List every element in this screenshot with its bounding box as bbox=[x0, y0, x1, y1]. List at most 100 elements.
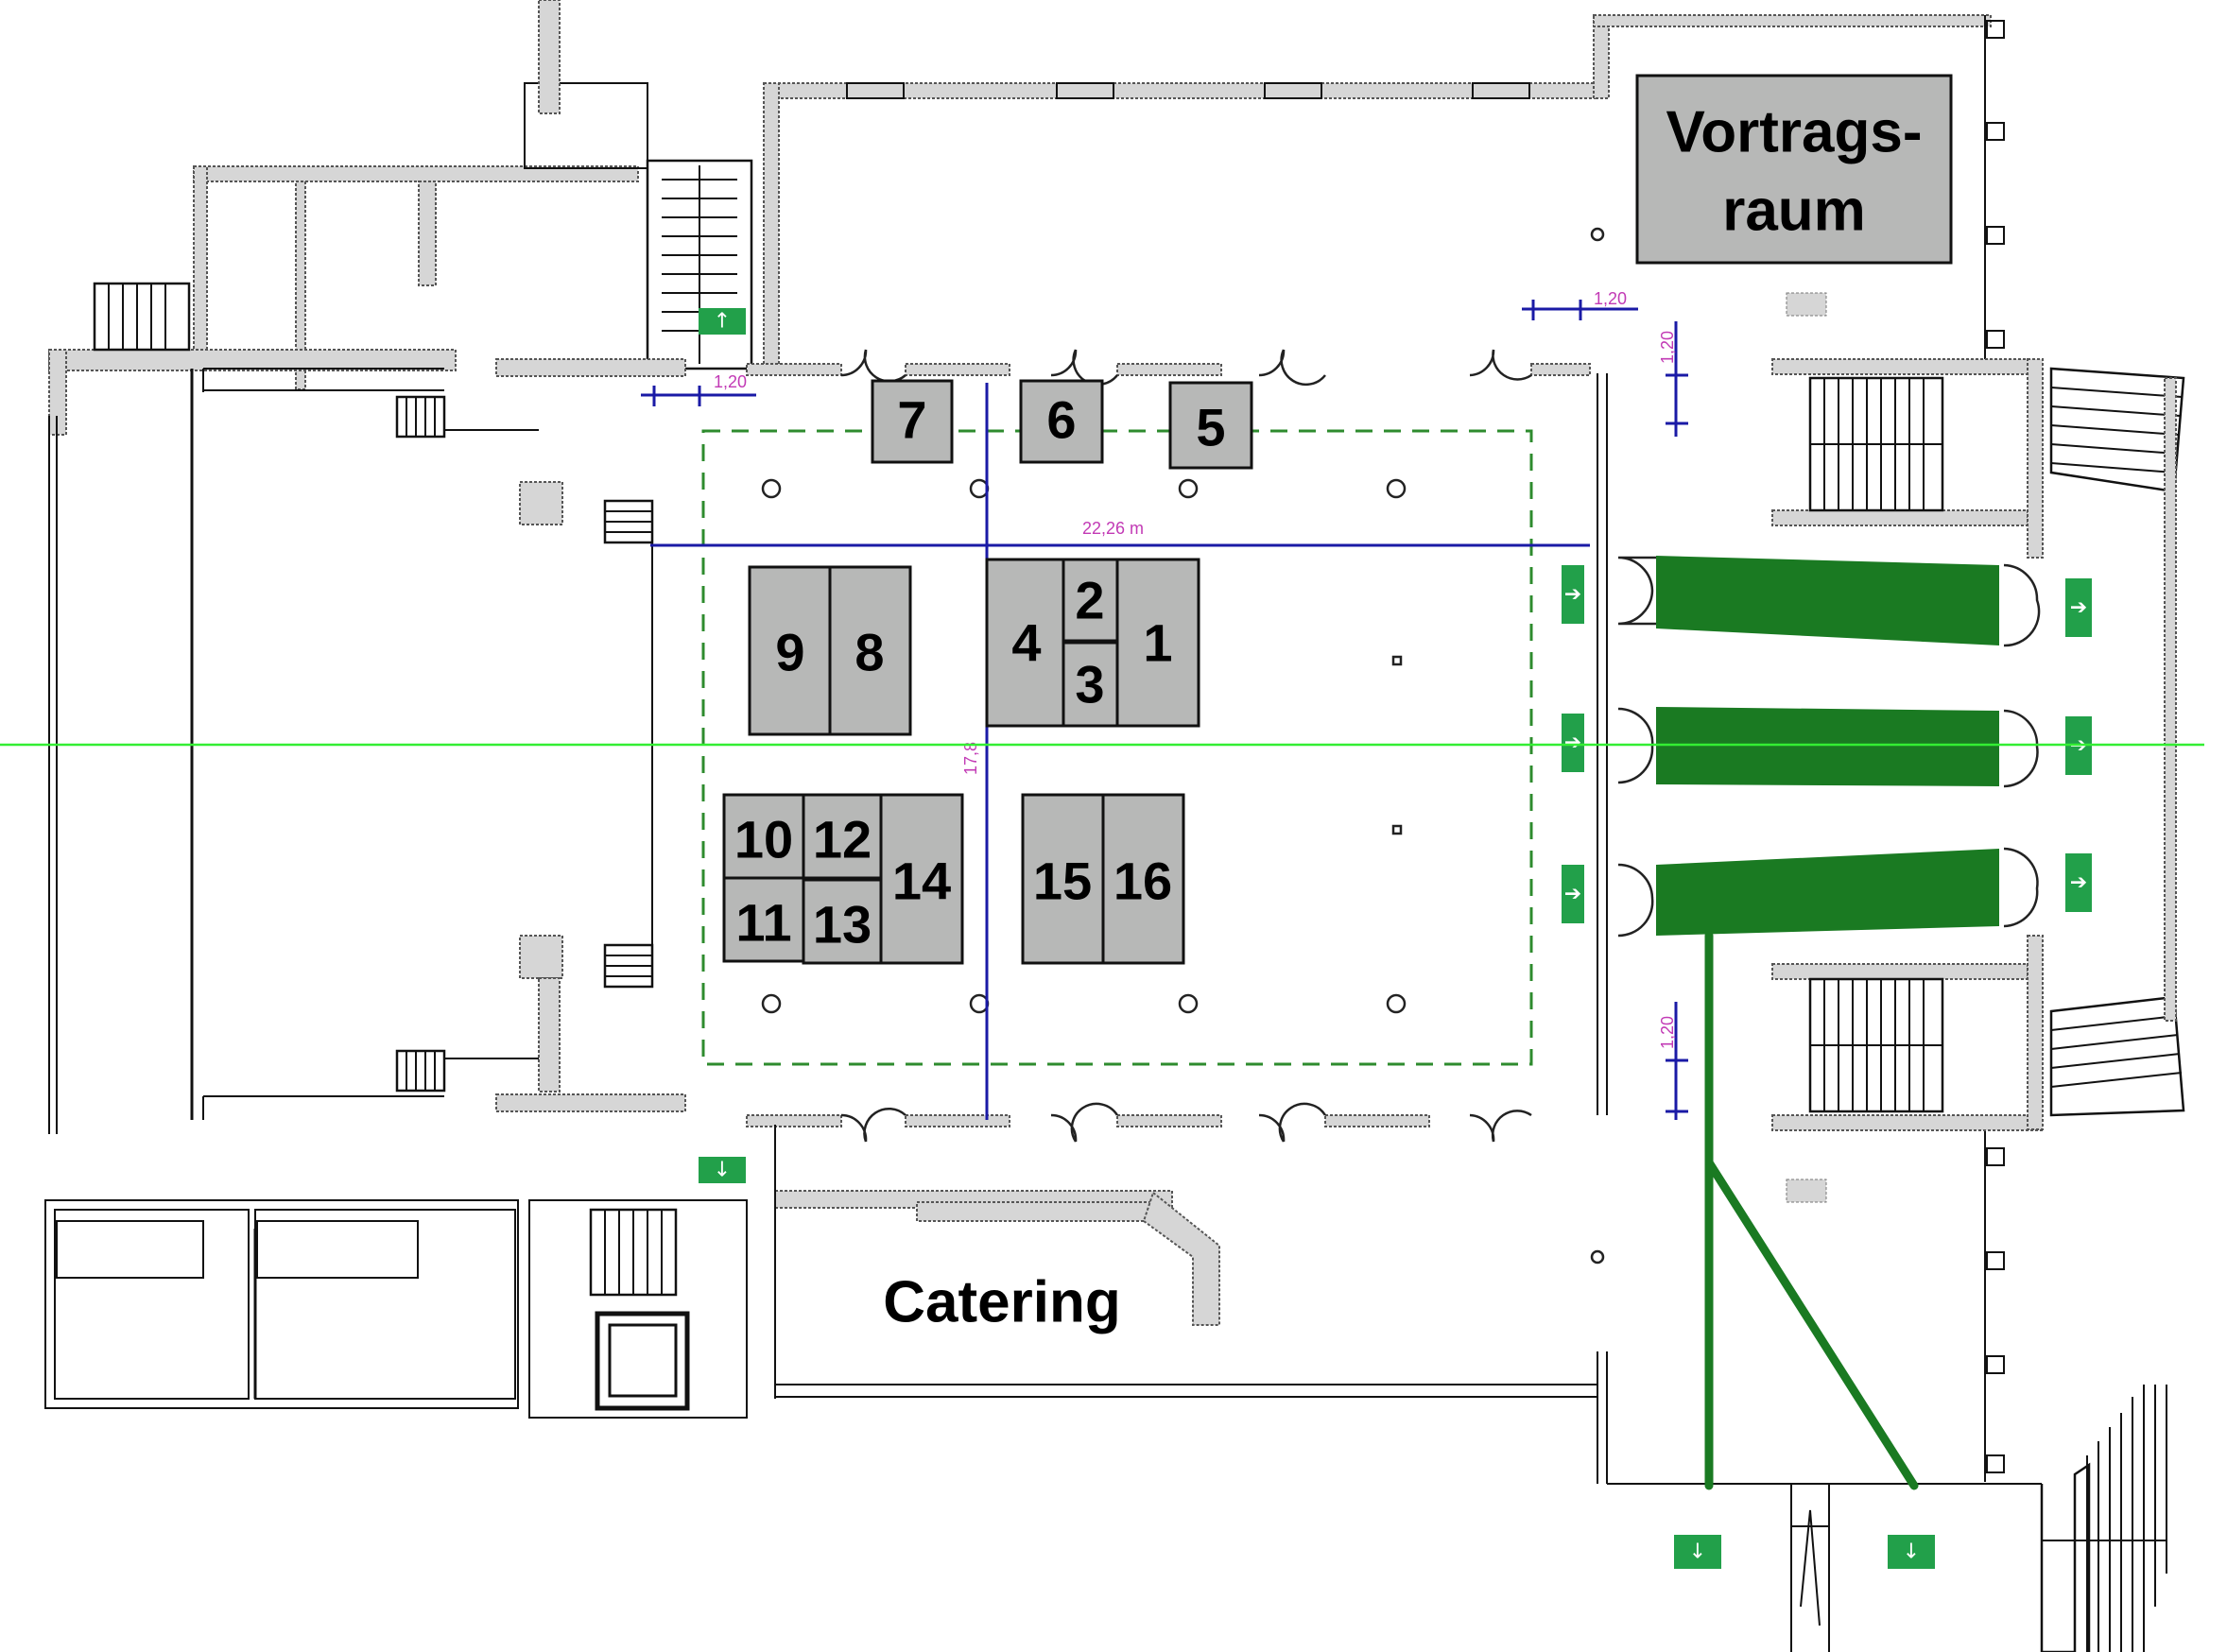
escape-routes bbox=[1617, 556, 2041, 1490]
booth-number: 7 bbox=[897, 390, 926, 450]
catering-counter bbox=[1142, 1191, 1220, 1326]
dimension-corridor-top-label: 1,20 bbox=[1658, 331, 1677, 364]
booth-4[interactable]: 4 bbox=[985, 558, 1065, 728]
wall bbox=[2027, 358, 2044, 559]
dimension-depth-label: 17,8 bbox=[961, 742, 980, 775]
svg-text:➔: ➔ bbox=[1564, 583, 1581, 607]
exit-signs: ➔ ➔ ➔ ➔ ➔ ➔ ↑ ↓ ↓ ↓ bbox=[699, 308, 2092, 1569]
booth-13[interactable]: 13 bbox=[802, 878, 883, 965]
stairs-icon bbox=[93, 282, 191, 352]
dimension-width-label: 22,26 m bbox=[1082, 519, 1144, 538]
restroom bbox=[254, 1209, 516, 1400]
exterior-stairs-icon bbox=[2049, 367, 2185, 493]
booth-number: 13 bbox=[813, 895, 872, 955]
lecture-room-box bbox=[1635, 74, 1953, 265]
booth-5[interactable]: 5 bbox=[1168, 381, 1253, 470]
booth-number: 16 bbox=[1114, 852, 1172, 911]
wall-pillar bbox=[1786, 292, 1827, 317]
restroom bbox=[54, 1209, 250, 1400]
emergency-exit-sign-icon: ↑ bbox=[699, 308, 746, 335]
column-icon bbox=[761, 993, 782, 1014]
wall bbox=[1593, 14, 1610, 99]
wall bbox=[418, 181, 437, 286]
wall bbox=[1771, 1114, 2043, 1131]
stairs-icon bbox=[603, 499, 654, 544]
booth-number: 12 bbox=[813, 810, 872, 869]
wall bbox=[1771, 358, 2043, 375]
booth-6[interactable]: 6 bbox=[1019, 379, 1104, 464]
booth-8[interactable]: 8 bbox=[828, 565, 912, 736]
wall-pillar bbox=[1786, 1179, 1827, 1203]
svg-text:➔: ➔ bbox=[2070, 871, 2087, 895]
windows-north bbox=[846, 82, 1530, 99]
booth-number: 2 bbox=[1075, 571, 1104, 630]
booth-3[interactable]: 3 bbox=[1062, 641, 1119, 728]
stairs-icon bbox=[395, 395, 446, 439]
east-facade-fixtures bbox=[1986, 20, 2005, 1473]
wall-ramp bbox=[2164, 377, 2177, 1022]
socket-icon bbox=[1391, 655, 1403, 666]
doors-south bbox=[840, 1102, 1532, 1143]
lecture-room-label-line2: raum bbox=[1722, 179, 1866, 244]
column-icon bbox=[969, 478, 990, 499]
revolving-door bbox=[1800, 1509, 1821, 1626]
wall-pillar bbox=[538, 977, 561, 1093]
wall bbox=[1771, 963, 2028, 980]
booth-number: 11 bbox=[735, 893, 791, 953]
wall bbox=[2027, 935, 2044, 1130]
exhibition-area-boundary bbox=[701, 429, 1533, 1066]
booth-number: 9 bbox=[775, 623, 804, 682]
booth-12[interactable]: 12 bbox=[802, 793, 883, 880]
column-icon bbox=[1178, 478, 1199, 499]
socket-icon bbox=[1391, 824, 1403, 835]
wall-pillar bbox=[519, 481, 563, 525]
booth-10[interactable]: 10 bbox=[722, 793, 805, 880]
room-catering[interactable]: Catering bbox=[883, 1270, 1120, 1335]
wall bbox=[1593, 14, 1992, 27]
booth-14[interactable]: 14 bbox=[879, 793, 964, 965]
building-walls bbox=[44, 0, 2185, 1652]
column-icon bbox=[1590, 1249, 1605, 1265]
room-vortragsraum[interactable]: Vortrags- raum bbox=[1635, 74, 1953, 265]
svg-text:➔: ➔ bbox=[1564, 731, 1581, 755]
wall-pillar bbox=[538, 0, 561, 114]
exterior-stairs-icon bbox=[2040, 1385, 2167, 1652]
dimensions: 22,26 m 17,8 1,20 1,20 1,20 1,20 bbox=[641, 289, 1688, 1120]
wc-cabin bbox=[256, 1220, 419, 1279]
booth-16[interactable]: 16 bbox=[1101, 793, 1185, 965]
booth-1[interactable]: 1 bbox=[1115, 558, 1200, 728]
wall bbox=[1324, 1114, 1430, 1127]
wall bbox=[1771, 509, 2028, 526]
emergency-exit-sign-icon: ➔ bbox=[1562, 565, 1584, 624]
escape-route-north bbox=[1656, 556, 1999, 645]
stairs-icon bbox=[589, 1208, 678, 1297]
wall bbox=[905, 1114, 1010, 1127]
svg-text:➔: ➔ bbox=[2070, 596, 2087, 620]
wall bbox=[746, 1114, 842, 1127]
dimension-door-left-label: 1,20 bbox=[714, 372, 747, 391]
booth-7[interactable]: 7 bbox=[871, 379, 954, 464]
emergency-exit-sign-icon: ➔ bbox=[1562, 865, 1584, 923]
catering-label: Catering bbox=[883, 1270, 1120, 1335]
emergency-exit-sign-icon: ↓ bbox=[699, 1157, 746, 1183]
booth-2[interactable]: 2 bbox=[1062, 558, 1119, 643]
wall-hall-north bbox=[495, 358, 686, 377]
booth-15[interactable]: 15 bbox=[1021, 793, 1105, 965]
dimension-door-right-label: 1,20 bbox=[1594, 289, 1627, 308]
column-icon bbox=[1178, 993, 1199, 1014]
booth-9[interactable]: 9 bbox=[748, 565, 832, 736]
stair-upper bbox=[524, 82, 648, 169]
stairs-icon bbox=[395, 1049, 446, 1093]
booth-number: 8 bbox=[855, 623, 884, 682]
escape-route-south bbox=[1656, 849, 1999, 936]
booth-11[interactable]: 11 bbox=[722, 876, 805, 963]
svg-text:↓: ↓ bbox=[714, 1159, 731, 1182]
lecture-room-label-line1: Vortrags- bbox=[1666, 100, 1922, 165]
svg-text:➔: ➔ bbox=[1564, 883, 1581, 906]
wall bbox=[763, 82, 780, 368]
stairs-icon bbox=[646, 159, 753, 370]
wall-hall-south bbox=[495, 1093, 686, 1112]
stairs-icon bbox=[1808, 376, 1944, 512]
booth-number: 5 bbox=[1196, 398, 1225, 457]
exterior-stairs-icon bbox=[2049, 995, 2185, 1117]
